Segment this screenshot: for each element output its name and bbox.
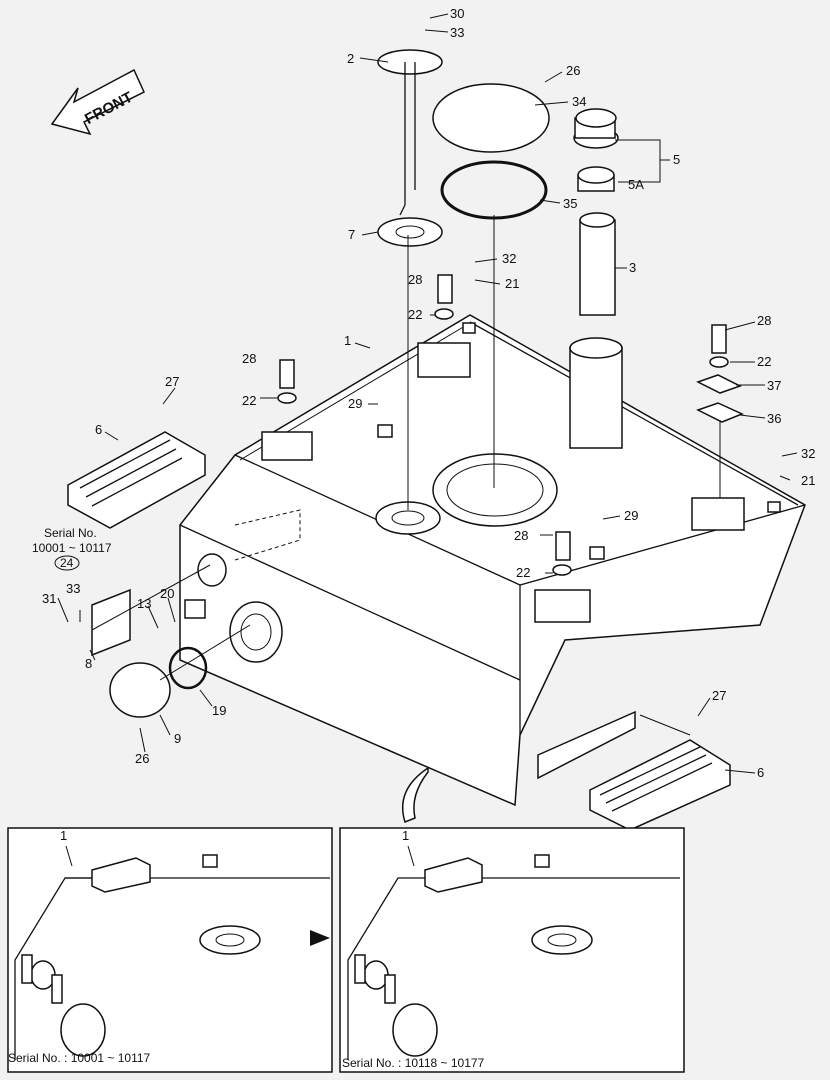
callout-32: 32: [801, 446, 815, 461]
callout-19: 19: [212, 703, 226, 718]
callout-30: 30: [450, 6, 464, 21]
fuel-tank-body: [179, 314, 806, 807]
nut: [377, 424, 393, 438]
callout-26: 26: [135, 751, 149, 766]
inset-transition-arrow: [310, 930, 330, 946]
callout-32: 32: [502, 251, 516, 266]
callout-28: 28: [514, 528, 528, 543]
inset-pad: [424, 857, 483, 893]
step-left: [67, 431, 206, 529]
sight-bar: [537, 710, 636, 780]
callout-13: 13: [137, 596, 151, 611]
callout-22: 22: [757, 354, 771, 369]
tank-pad: [534, 589, 591, 623]
inspection-cover: [109, 662, 171, 718]
tank-pad: [261, 431, 313, 461]
callout-31: 31: [42, 591, 56, 606]
callout-27: 27: [712, 688, 726, 703]
washer: [277, 392, 297, 404]
inset-pad: [91, 857, 151, 893]
callout-5: 5: [673, 152, 680, 167]
cover-plate: [432, 83, 550, 153]
tank-pad: [691, 497, 745, 531]
bolt: [711, 324, 727, 354]
bolt: [279, 359, 295, 389]
inset-right-callout-1: 1: [402, 828, 409, 843]
inspection-port: [229, 601, 283, 663]
washer: [552, 564, 572, 576]
callout-36: 36: [767, 411, 781, 426]
nut: [589, 546, 605, 560]
callout-29: 29: [348, 396, 362, 411]
tank-pad: [417, 342, 471, 378]
serial-note-ref: 24: [60, 556, 74, 570]
transition-arrow: [401, 766, 429, 823]
callout-34: 34: [572, 94, 586, 109]
nut: [767, 501, 781, 513]
callout-5A: 5A: [628, 177, 644, 192]
bracket: [91, 588, 131, 657]
drain-fitting: [184, 599, 206, 619]
callout-26: 26: [566, 63, 580, 78]
nut: [462, 322, 476, 334]
shim: [696, 374, 742, 394]
filler-opening-ring: [432, 453, 558, 527]
bolt: [555, 531, 571, 561]
step-right: [589, 739, 731, 831]
bolt: [437, 274, 453, 304]
callout-28: 28: [757, 313, 771, 328]
washer: [434, 308, 454, 320]
fuel-strainer: [579, 212, 616, 316]
callout-7: 7: [348, 227, 355, 242]
callout-28: 28: [408, 272, 422, 287]
filler-cap: [573, 108, 619, 149]
o-ring-small: [168, 646, 208, 690]
washer: [709, 356, 729, 368]
side-fitting: [197, 553, 227, 587]
front-arrow: FRONT: [50, 68, 145, 136]
sender-gasket: [377, 217, 443, 247]
callout-20: 20: [160, 586, 174, 601]
callout-35: 35: [563, 196, 577, 211]
inset-left-callout-1: 1: [60, 828, 67, 843]
callout-22: 22: [408, 307, 422, 322]
inset-left: 1 Serial No. : 10001 ~ 10117: [7, 827, 333, 1073]
callout-1: 1: [344, 333, 351, 348]
callout-22: 22: [242, 393, 256, 408]
inset-right-caption: Serial No. : 10118 ~ 10177: [342, 1056, 485, 1070]
serial-note-line2: 10001 ~ 10117: [32, 541, 112, 555]
callout-27: 27: [165, 374, 179, 389]
callout-6: 6: [757, 765, 764, 780]
callout-29: 29: [624, 508, 638, 523]
callout-28: 28: [242, 351, 256, 366]
callout-3: 3: [629, 260, 636, 275]
callout-labels: 30 33 2 26 34 5 5A 35 7 32 3 28 21 22 28…: [42, 6, 815, 780]
fuel-sender-unit: [377, 49, 443, 216]
filler-neck: [569, 337, 623, 449]
inset-left-caption: Serial No. : 10001 ~ 10117: [8, 1051, 151, 1065]
filler-adapter: [577, 166, 615, 192]
callout-2: 2: [347, 51, 354, 66]
callout-6: 6: [95, 422, 102, 437]
callout-33: 33: [450, 25, 464, 40]
shim: [696, 402, 744, 423]
callout-21: 21: [505, 276, 519, 291]
callout-37: 37: [767, 378, 781, 393]
serial-note: Serial No. 10001 ~ 10117 24: [32, 526, 112, 571]
callout-33: 33: [66, 581, 80, 596]
serial-note-line1: Serial No.: [44, 526, 97, 540]
callout-21: 21: [801, 473, 815, 488]
callout-8: 8: [85, 656, 92, 671]
callout-22: 22: [516, 565, 530, 580]
callout-9: 9: [174, 731, 181, 746]
o-ring-large: [440, 160, 548, 220]
inset-right: 1 Serial No. : 10118 ~ 10177: [339, 827, 685, 1073]
